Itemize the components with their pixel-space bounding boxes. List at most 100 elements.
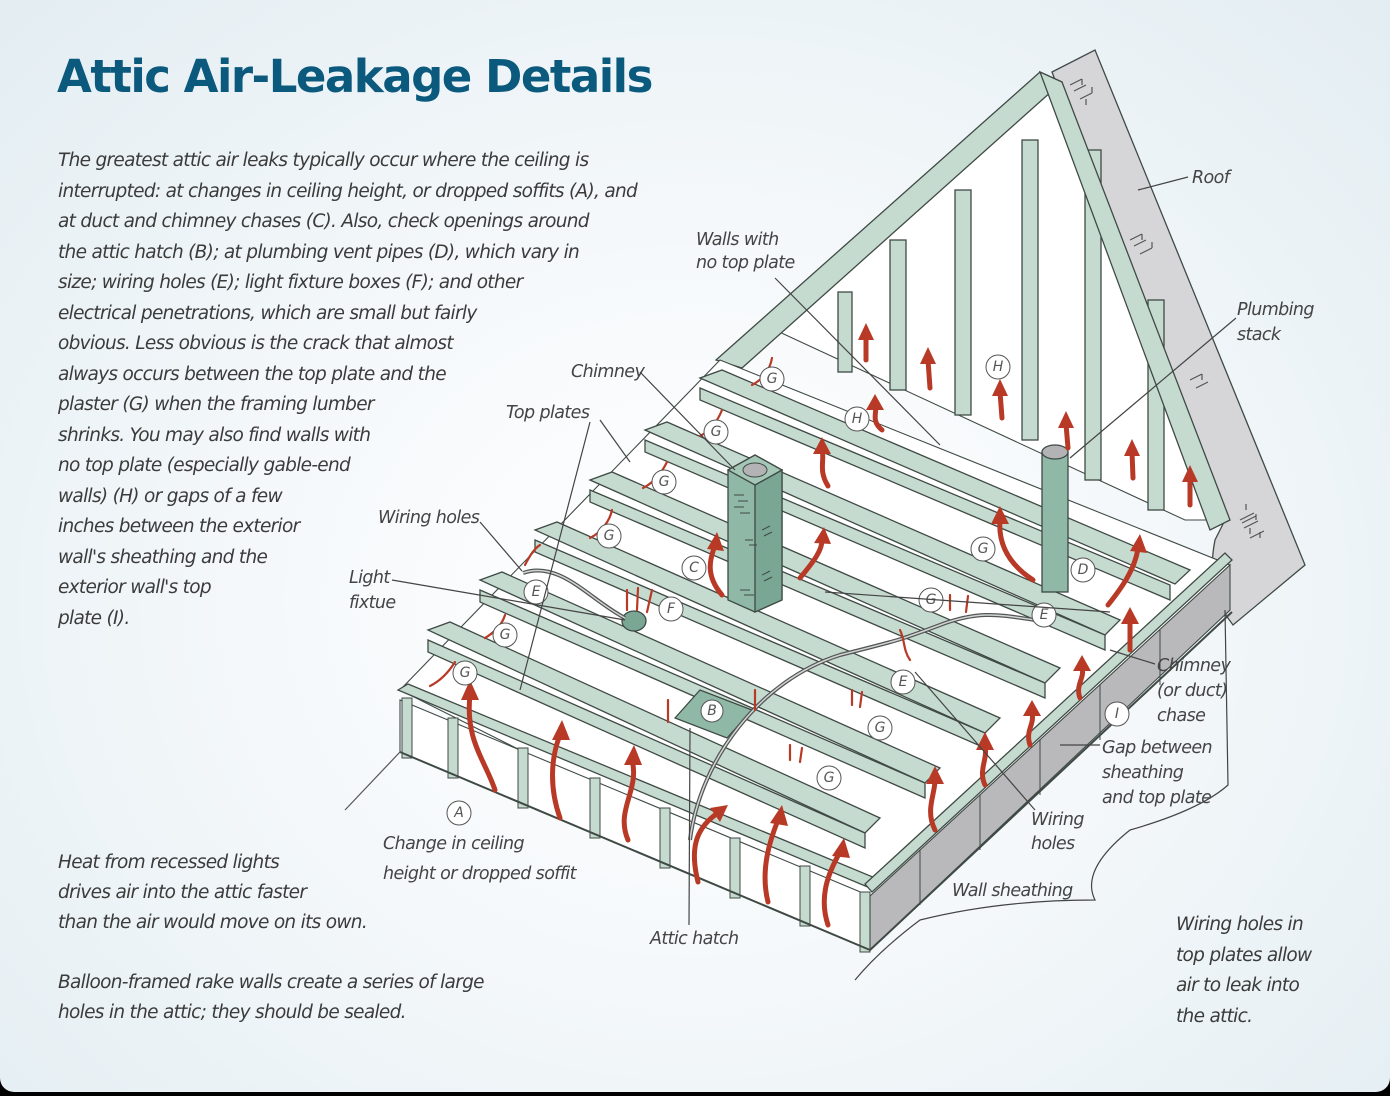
marker-letter: I — [1115, 706, 1119, 722]
label-light-fixture: Light — [349, 568, 391, 588]
marker-e: E — [1031, 602, 1057, 628]
intro-paragraph: The greatest attic air leaks typically o… — [58, 146, 638, 634]
leader-lines — [391, 176, 1237, 981]
intro-line: the attic hatch (B); at plumbing vent pi… — [58, 241, 580, 263]
label-gap: sheathing — [1102, 763, 1184, 783]
label-chimney-chase: chase — [1157, 706, 1205, 726]
intro-line: plate (I). — [58, 607, 130, 629]
marker-letter: A — [453, 805, 464, 821]
label-wiring-holes: Wiring holes — [378, 508, 480, 528]
marker-b: B — [700, 699, 724, 723]
label-chimney: Chimney — [571, 362, 645, 382]
intro-line: wall's sheathing and the — [58, 546, 268, 568]
heat-note: Heat from recessed lights drives air int… — [58, 848, 368, 938]
intro-line: The greatest attic air leaks typically o… — [58, 150, 589, 171]
plumbing-stack — [1041, 444, 1069, 593]
intro-line: always occurs between the top plate and … — [58, 363, 447, 385]
marker-letter: G — [604, 528, 615, 544]
balloon-line: holes in the attic; they should be seale… — [58, 1002, 407, 1023]
marker-letter: E — [899, 674, 908, 690]
marker-g: G — [970, 536, 996, 562]
marker-letter: G — [767, 371, 778, 387]
label-attic-hatch: Attic hatch — [649, 929, 739, 949]
intro-line: walls) (H) or gaps of a few — [58, 485, 283, 507]
heat-line: Heat from recessed lights — [58, 852, 280, 873]
label-light-fixture: fixtue — [349, 593, 396, 613]
marker-d: D — [1070, 557, 1096, 583]
air-leak-arrows — [428, 323, 1198, 928]
label-wall-sheathing: Wall sheathing — [952, 881, 1073, 901]
markers: A B C D E E E F G G G G G G G G G G H H … — [446, 354, 1130, 826]
marker-letter: G — [711, 424, 722, 440]
marker-letter: G — [659, 474, 670, 490]
marker-g: G — [816, 765, 842, 791]
balloon-line: Balloon-framed rake walls create a serie… — [58, 972, 485, 993]
intro-line: no top plate (especially gable-end — [58, 455, 351, 476]
label-wiring-holes-right: holes — [1031, 834, 1075, 854]
marker-h: H — [985, 354, 1011, 380]
label-walls-no-top-plate: Walls with — [696, 230, 779, 250]
intro-line: obvious. Less obvious is the crack that … — [58, 333, 454, 354]
wiring-note: Wiring holes in top plates allow air to … — [1176, 910, 1312, 1032]
marker-g: G — [703, 419, 729, 445]
intro-line: exterior wall's top — [58, 577, 212, 598]
marker-g: G — [452, 660, 478, 686]
wiring-line: the attic. — [1176, 1005, 1253, 1027]
label-roof: Roof — [1192, 168, 1233, 188]
wiring — [522, 568, 1036, 841]
heat-line: drives air into the attic faster — [58, 882, 307, 903]
label-chimney-chase: Chimney — [1157, 656, 1231, 676]
label-chimney-chase: (or duct) — [1157, 681, 1227, 701]
marker-g: G — [759, 366, 785, 392]
wiring-line: air to leak into — [1176, 975, 1300, 996]
marker-g: G — [492, 622, 518, 648]
marker-letter: G — [875, 720, 886, 736]
label-change-ceiling: height or dropped soffit — [383, 864, 578, 884]
marker-h: H — [844, 406, 870, 432]
marker-e: E — [890, 669, 916, 695]
label-gap: Gap between — [1102, 738, 1212, 758]
marker-letter: H — [993, 359, 1004, 375]
wiring-line: Wiring holes in — [1176, 914, 1304, 935]
marker-c: C — [681, 555, 707, 581]
wiring-line: top plates allow — [1176, 944, 1312, 966]
chimney — [726, 454, 784, 614]
intro-line: shrinks. You may also find walls with — [58, 424, 371, 446]
intro-line: interrupted: at changes in ceiling heigh… — [58, 180, 638, 202]
marker-i: I — [1104, 701, 1130, 727]
marker-letter: G — [500, 627, 511, 643]
label-top-plates: Top plates — [506, 403, 590, 423]
ceiling-joists — [426, 369, 1192, 850]
intro-line: electrical penetrations, which are small… — [58, 302, 477, 324]
marker-letter: B — [707, 703, 717, 719]
marker-letter: G — [978, 541, 989, 557]
label-gap: and top plate — [1102, 788, 1211, 808]
label-change-ceiling: Change in ceiling — [383, 834, 525, 854]
marker-letter: E — [532, 584, 541, 600]
marker-f: F — [658, 596, 684, 622]
marker-g: G — [867, 715, 893, 741]
intro-line: plaster (G) when the framing lumber — [58, 394, 375, 415]
marker-letter: E — [1040, 607, 1049, 623]
soffit-wall — [344, 683, 882, 953]
intro-line: inches between the exterior — [58, 516, 300, 537]
intro-line: size; wiring holes (E); light fixture bo… — [58, 272, 523, 293]
exterior-wall — [864, 552, 1233, 952]
marker-letter: G — [460, 665, 471, 681]
label-plumbing-stack: stack — [1237, 325, 1282, 345]
marker-letter: C — [689, 560, 699, 576]
marker-g: G — [651, 469, 677, 495]
label-walls-no-top-plate: no top plate — [696, 253, 795, 273]
label-plumbing-stack: Plumbing — [1237, 300, 1314, 320]
marker-g: G — [596, 523, 622, 549]
marker-letter: D — [1078, 562, 1089, 578]
marker-a: A — [446, 800, 472, 826]
light-fixture — [621, 610, 647, 632]
marker-letter: F — [667, 601, 676, 617]
heat-line: than the air would move on its own. — [58, 912, 368, 933]
page-title: Attic Air-Leakage Details — [57, 50, 653, 103]
marker-letter: G — [824, 770, 835, 786]
marker-e: E — [523, 579, 549, 605]
